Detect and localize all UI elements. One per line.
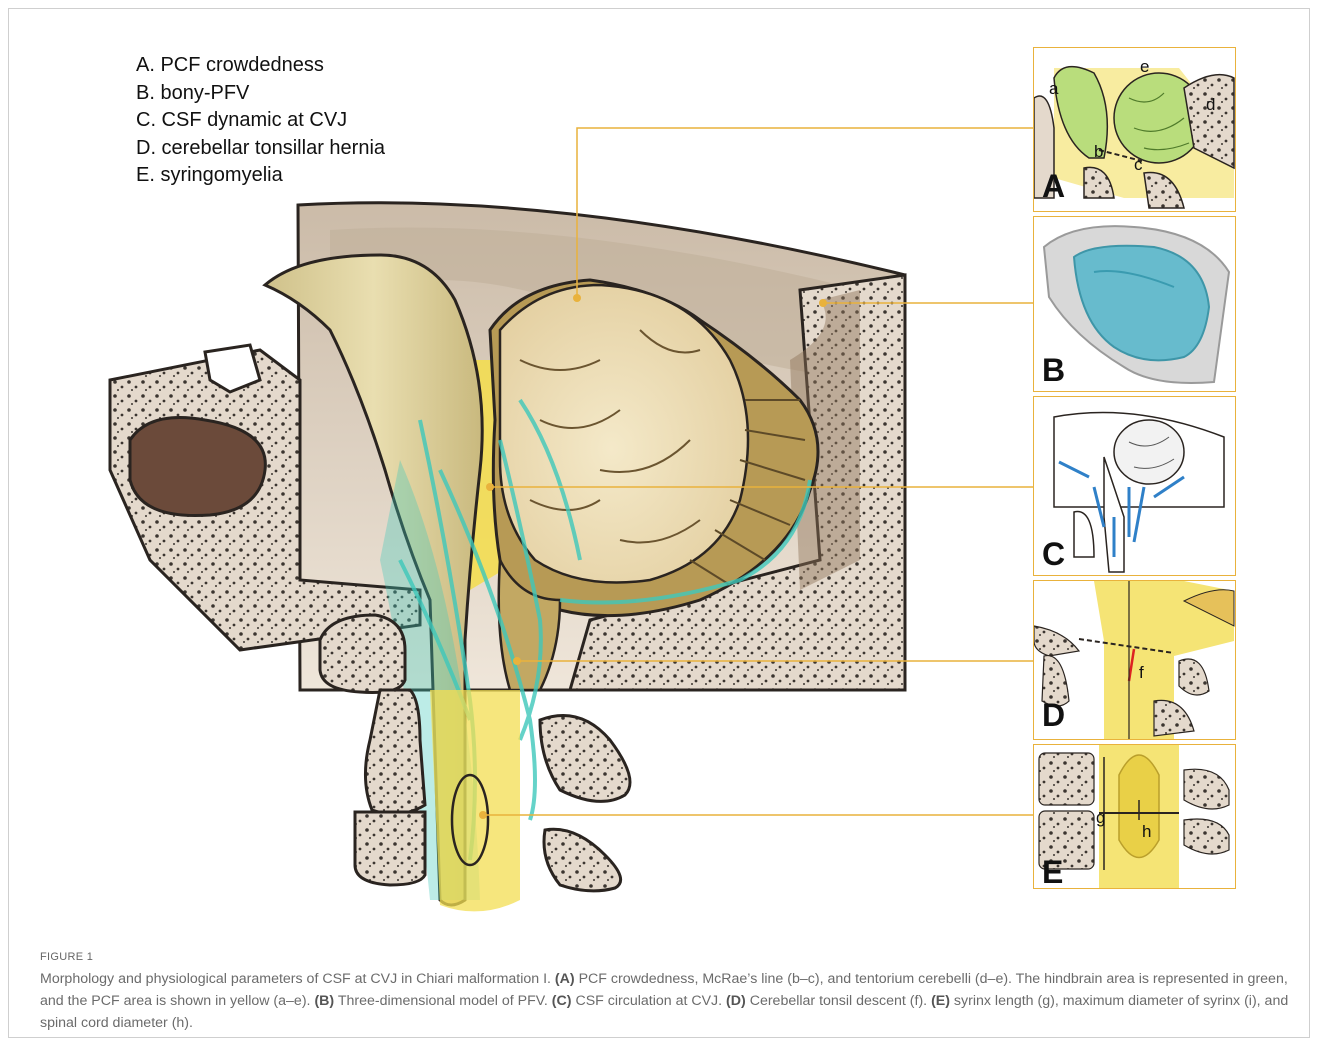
panel-a-label-d: d (1206, 95, 1215, 114)
vertebra-c1 (320, 615, 405, 693)
spinous-process-1 (540, 716, 630, 802)
panel-e: g h E (1033, 744, 1236, 889)
caption-tag-c: (C) (552, 993, 572, 1009)
panel-c: C (1033, 396, 1236, 576)
caption-tag-a: (A) (555, 971, 575, 987)
panel-a-label-b: b (1094, 142, 1103, 161)
panel-c-letter: C (1042, 536, 1065, 573)
caption-tag-d: (D) (726, 993, 746, 1009)
figure-caption: Morphology and physiological parameters … (40, 968, 1300, 1034)
vertebra-c2 (365, 690, 425, 814)
caption-text-c: CSF circulation at CVJ. (572, 993, 727, 1009)
caption-text-d: Cerebellar tonsil descent (f). (746, 993, 931, 1009)
caption-tag-e: (E) (931, 993, 950, 1009)
panel-d-label-f: f (1139, 663, 1144, 682)
panel-b-letter: B (1042, 352, 1065, 389)
panel-d-letter: D (1042, 697, 1065, 734)
vertebra-c3 (355, 812, 425, 885)
sphenoid-sinus (130, 418, 265, 516)
panel-e-label-h: h (1142, 822, 1151, 841)
caption-tag-b: (B) (314, 993, 334, 1009)
panel-b: B (1033, 216, 1236, 392)
panel-a: a b c d e A (1033, 47, 1236, 212)
panel-a-label-c: c (1134, 155, 1143, 174)
caption-intro: Morphology and physiological parameters … (40, 971, 555, 987)
panel-d: f D (1033, 580, 1236, 740)
spinal-cord-syrinx (430, 690, 520, 911)
caption-text-b: Three-dimensional model of PFV. (334, 993, 552, 1009)
panel-e-letter: E (1042, 854, 1063, 889)
spinous-process-2 (544, 829, 621, 891)
panel-a-label-a: a (1049, 79, 1059, 98)
panel-a-label-e: e (1140, 57, 1149, 76)
figure-label: FIGURE 1 (40, 951, 93, 963)
panel-a-letter: A (1042, 168, 1065, 205)
panel-e-label-g: g (1096, 808, 1105, 827)
